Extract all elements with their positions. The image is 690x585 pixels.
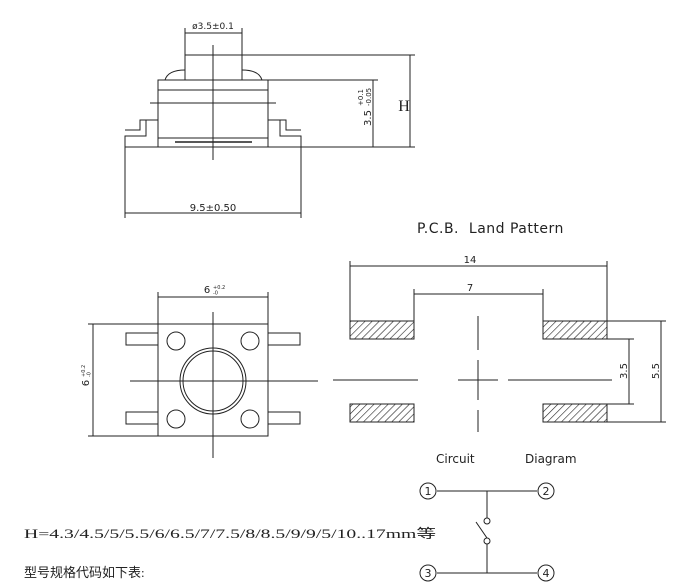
model-table-note: 型号规格代码如下表: <box>24 565 145 580</box>
switch-lever <box>475 521 488 539</box>
pcb-pad-bl <box>349 403 415 423</box>
pcb-pad-tl <box>349 320 415 340</box>
pin-1 <box>419 482 437 500</box>
top-leg-br <box>267 411 301 425</box>
pin-1-label: 1 <box>425 485 432 498</box>
pcb-pad-tr <box>542 320 608 340</box>
switch-contact-top <box>483 517 491 525</box>
pin-3 <box>419 564 437 582</box>
dim-height-tol-upper: +0.1 <box>357 89 365 106</box>
pcb-pad-br <box>542 403 608 423</box>
dim-pcb-total: 5.5 <box>651 363 662 379</box>
dim-top-height-tol: +0.2-0 <box>81 365 93 377</box>
dim-diameter: ø3.5±0.1 <box>192 22 234 32</box>
side-right-leg <box>268 119 302 148</box>
circuit-label-left: Circuit <box>436 452 475 466</box>
top-leg-bl <box>125 411 159 425</box>
top-hole-br <box>240 409 260 429</box>
pin-4 <box>537 564 555 582</box>
circuit-diagram: Circuit Diagram 1 2 3 4 <box>419 452 577 582</box>
pin-3-label: 3 <box>425 567 432 580</box>
side-left-leg <box>124 119 158 148</box>
dim-top-height: 6 <box>81 380 92 386</box>
top-leg-tr <box>267 332 301 346</box>
dim-top-width-tol: +0.2-0 <box>213 285 225 297</box>
top-view: 6 +0.2-0 6 +0.2-0 <box>81 285 318 458</box>
h-values-note: H=4.3/4.5/5/5.5/6/6.5/7/7.5/8/8.5/9/9/5/… <box>24 526 436 541</box>
side-view: ø3.5±0.1 3.5 +0.1 -0.05 H 9.5±0.50 <box>124 22 415 218</box>
side-shoulders <box>164 69 263 81</box>
pin-4-label: 4 <box>543 567 550 580</box>
dim-width: 9.5±0.50 <box>190 203 237 214</box>
notes: H=4.3/4.5/5/5.5/6/6.5/7/7.5/8/8.5/9/9/5/… <box>24 526 436 580</box>
dim-top-width: 6 <box>204 285 210 296</box>
circuit-label-right: Diagram <box>525 452 577 466</box>
dim-pcb-outer: 14 <box>464 255 477 266</box>
dim-pcb-inner: 7 <box>467 283 473 294</box>
dim-height-tol-lower: -0.05 <box>365 88 373 106</box>
top-hole-tl <box>166 331 186 351</box>
pin-2 <box>537 482 555 500</box>
dim-pcb-gap: 3.5 <box>619 363 630 379</box>
top-leg-tl <box>125 332 159 346</box>
dim-height: 3.5 <box>363 110 374 126</box>
pin-2-label: 2 <box>543 485 550 498</box>
switch-contact-bottom <box>483 537 491 545</box>
pcb-title: P.C.B. Land Pattern <box>417 221 564 237</box>
pcb-land-pattern: P.C.B. Land Pattern 14 7 3.5 <box>333 221 666 432</box>
top-hole-bl <box>166 409 186 429</box>
dim-h: H <box>398 98 410 115</box>
top-hole-tr <box>240 331 260 351</box>
